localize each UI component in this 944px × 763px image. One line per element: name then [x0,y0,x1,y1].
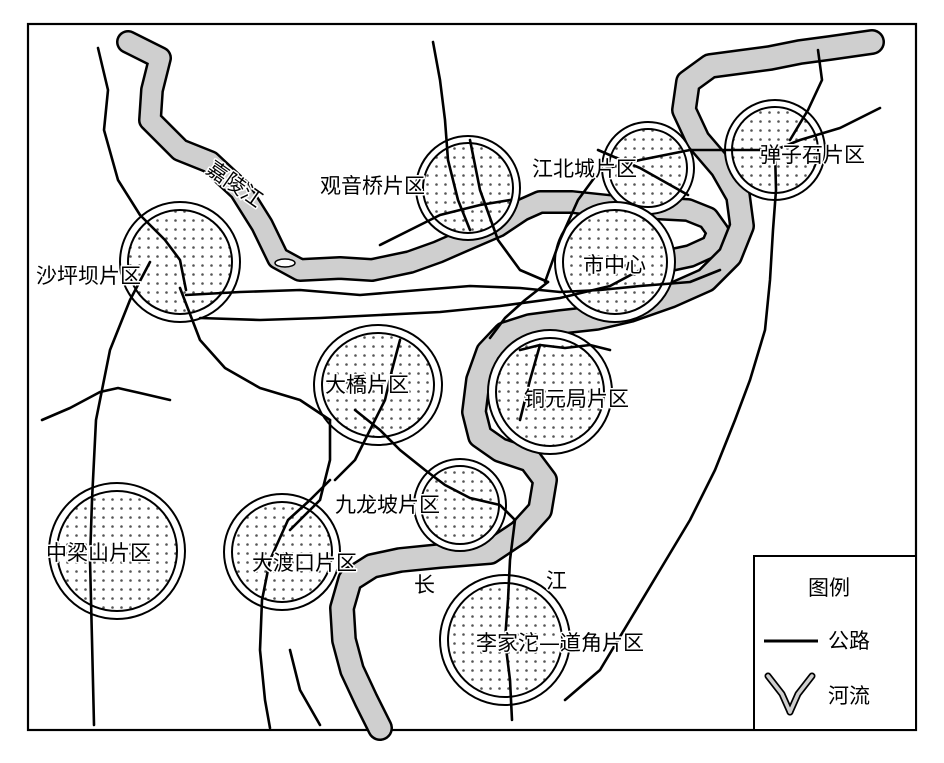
road [178,286,332,422]
district-label-zhongliangshan: 中梁山片区 [46,541,151,565]
road [788,48,824,142]
river-layer [116,29,885,741]
zone-zhongliangshan [48,482,186,620]
district-label-danzishi: 弹子石片区 [760,143,865,167]
road [431,40,472,232]
road [563,148,778,702]
road [518,343,542,422]
road [198,268,642,322]
legend-box [753,555,917,731]
road [543,106,882,284]
district-label-dadukou: 大渡口片区 [252,551,357,575]
road [353,408,517,522]
river-label-yangtze-1: 长 [414,573,435,597]
road [488,280,550,340]
district-label-shizhongxin: 市中心 [583,253,646,277]
district-label-jiangbeicheng: 江北城片区 [532,157,637,181]
legend-road-label: 公路 [828,629,870,653]
road [503,518,517,722]
yangtze-river [331,31,883,739]
road-layer [40,40,882,730]
label-layer: 嘉陵江 长 江 观音桥片区 江北城片区 弹子石片区 沙坪坝片区 市中心 大橋片区… [35,142,867,657]
road [596,148,690,197]
road [96,46,188,292]
road [333,338,402,482]
road [258,478,332,730]
road [378,198,512,247]
road [40,386,172,422]
zone-jiulongpo [413,458,507,552]
road [288,648,322,727]
legend-river-icon [764,672,816,716]
zone-dadukou [223,493,341,611]
road [184,268,722,297]
jialing-river [118,32,728,280]
zone-daqiao [313,324,443,446]
district-label-tongyuanju: 铜元局片区 [524,387,629,411]
legend-title: 图例 [808,576,850,600]
road [518,343,612,352]
legend: 图例 公路 河流 [753,555,917,731]
district-label-guanyinqiao: 观音桥片区 [320,174,425,198]
district-label-jiulongpo: 九龙坡片区 [335,493,440,517]
district-label-lijiatuo: 李家沱—道角片区 [476,631,644,655]
road [288,418,332,532]
legend-river-label: 河流 [828,684,870,708]
river-island [274,258,296,268]
district-label-daqiao: 大橋片区 [325,373,409,397]
zone-tongyuanju [487,329,613,455]
river-label-yangtze-2: 江 [546,569,567,593]
road [468,138,550,284]
road [88,260,152,727]
zone-jiangbeicheng [601,121,695,215]
district-label-shapingba: 沙坪坝片区 [36,264,141,288]
